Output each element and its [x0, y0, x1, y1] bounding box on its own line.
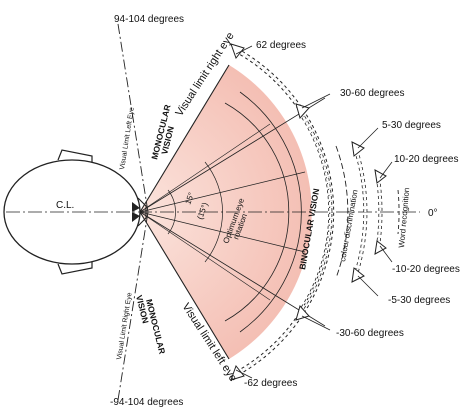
label-10-20-bottom: -10-20 degrees	[392, 264, 460, 275]
label-leaders	[235, 45, 393, 379]
label-5-30-bottom: -5-30 degrees	[388, 295, 450, 306]
line-30-60-top	[139, 97, 326, 213]
arc-optimum	[204, 161, 223, 263]
line-10-20-bottom	[139, 211, 306, 253]
limit-line-bottom	[117, 211, 149, 401]
angle-15-label: 15°	[183, 191, 196, 205]
center-line-label: C.L.	[56, 200, 74, 211]
limit-line-top	[117, 23, 149, 213]
label-94-104-top: 94-104 degrees	[114, 14, 184, 25]
arc-inner	[224, 102, 290, 322]
line-30-60-bottom	[139, 211, 326, 327]
arc-62-arrow-inner	[235, 48, 334, 376]
visual-limit-left-eye-small: Visual Limit Left Eye	[119, 107, 136, 171]
arrowheads	[230, 43, 387, 381]
label-62-bottom: -62 degrees	[244, 378, 297, 389]
label-10-20-top: 10-20 degrees	[394, 154, 459, 165]
label-5-30-top: 5-30 degrees	[382, 120, 441, 131]
label-30-60-bottom: -30-60 degrees	[336, 328, 404, 339]
line-inner-top	[139, 123, 271, 213]
line-10-20-top	[139, 171, 306, 213]
colour-discrimination-label: colour discrimination	[338, 189, 360, 262]
label-62-top: 62 degrees	[256, 40, 306, 51]
arc-middle	[239, 91, 302, 333]
label-30-60-top: 30-60 degrees	[340, 88, 405, 99]
binocular-field-fan	[140, 65, 312, 359]
zero-degree-label: 0°	[428, 208, 438, 219]
line-inner-bottom	[139, 211, 271, 301]
arc-colour	[335, 145, 349, 279]
visual-limit-right-eye-small: Visual Limit Right Eye	[116, 292, 134, 360]
label-94-104-bottom: -94-104 degrees	[110, 397, 183, 408]
limit-line-62-bottom	[139, 211, 230, 360]
limit-line-62-top	[139, 64, 230, 213]
arc-word	[397, 189, 400, 235]
arc-5-30-arrow-inner	[354, 149, 367, 275]
word-recognition-label: Word recognition	[397, 187, 411, 248]
arc-15	[167, 189, 176, 235]
